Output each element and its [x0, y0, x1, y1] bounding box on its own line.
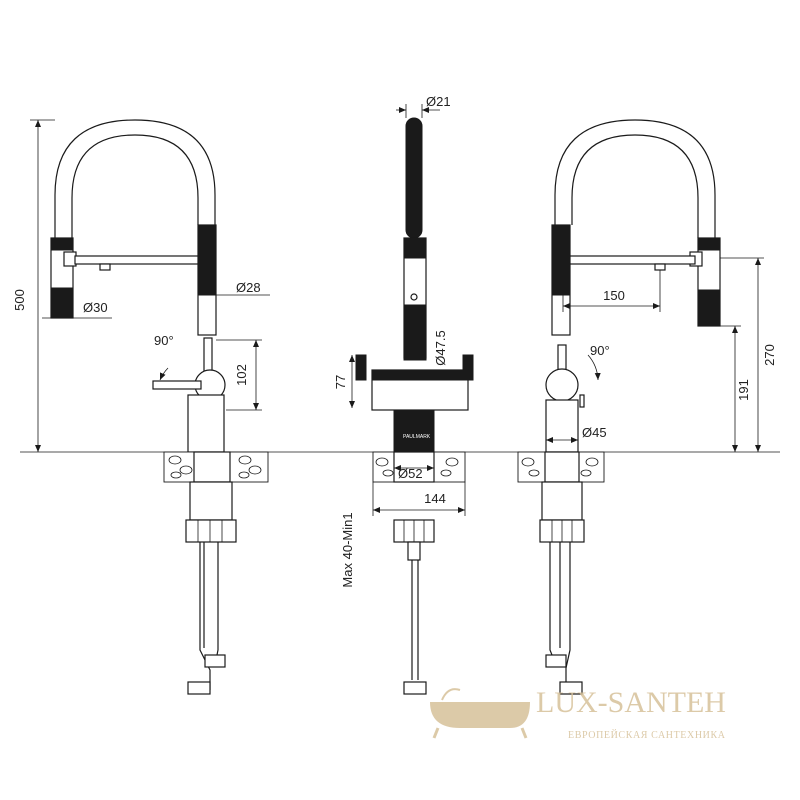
dim-front-base-diameter: Ø52	[398, 466, 423, 481]
dim-left-spout-diameter: Ø30	[83, 300, 108, 315]
dim-right-height-outlet: 270	[762, 344, 777, 366]
watermark-brand: LUX-SANTEH	[536, 686, 726, 719]
dim-front-top-diameter: Ø21	[426, 94, 451, 109]
right-spout-arch	[554, 119, 716, 238]
svg-text:PAULMARK: PAULMARK	[403, 434, 431, 440]
front-view: PAULMARK	[349, 104, 474, 695]
right-holder-bar	[564, 255, 696, 265]
bathtub-logo-icon	[430, 702, 530, 728]
dim-right-height-handle: 191	[736, 379, 751, 401]
dim-left-body-diameter: Ø28	[236, 280, 261, 295]
right-view	[517, 119, 764, 695]
left-view	[30, 119, 270, 695]
dim-left-lever-angle: 90°	[154, 333, 174, 348]
dim-front-neck-diameter: Ø47.5	[433, 330, 448, 365]
dim-front-base-height: 77	[333, 375, 348, 389]
dim-front-counter-thickness: Max 40-Min1	[340, 512, 355, 587]
left-holder-bar	[74, 255, 206, 265]
left-spout-arch	[54, 119, 216, 238]
dim-left-height-500: 500	[12, 289, 27, 311]
dim-right-lever-angle: 90°	[590, 343, 610, 358]
front-spout	[405, 117, 423, 239]
dim-left-lever-height: 102	[234, 364, 249, 386]
dim-right-reach: 150	[603, 288, 625, 303]
dim-right-body-diameter: Ø45	[582, 425, 607, 440]
dim-front-width: 144	[424, 491, 446, 506]
watermark-tagline: ЕВРОПЕЙСКАЯ САНТЕХНИКА	[568, 729, 726, 741]
lux-santeh-watermark: LUX-SANTEH ЕВРОПЕЙСКАЯ САНТЕХНИКА	[430, 686, 726, 741]
